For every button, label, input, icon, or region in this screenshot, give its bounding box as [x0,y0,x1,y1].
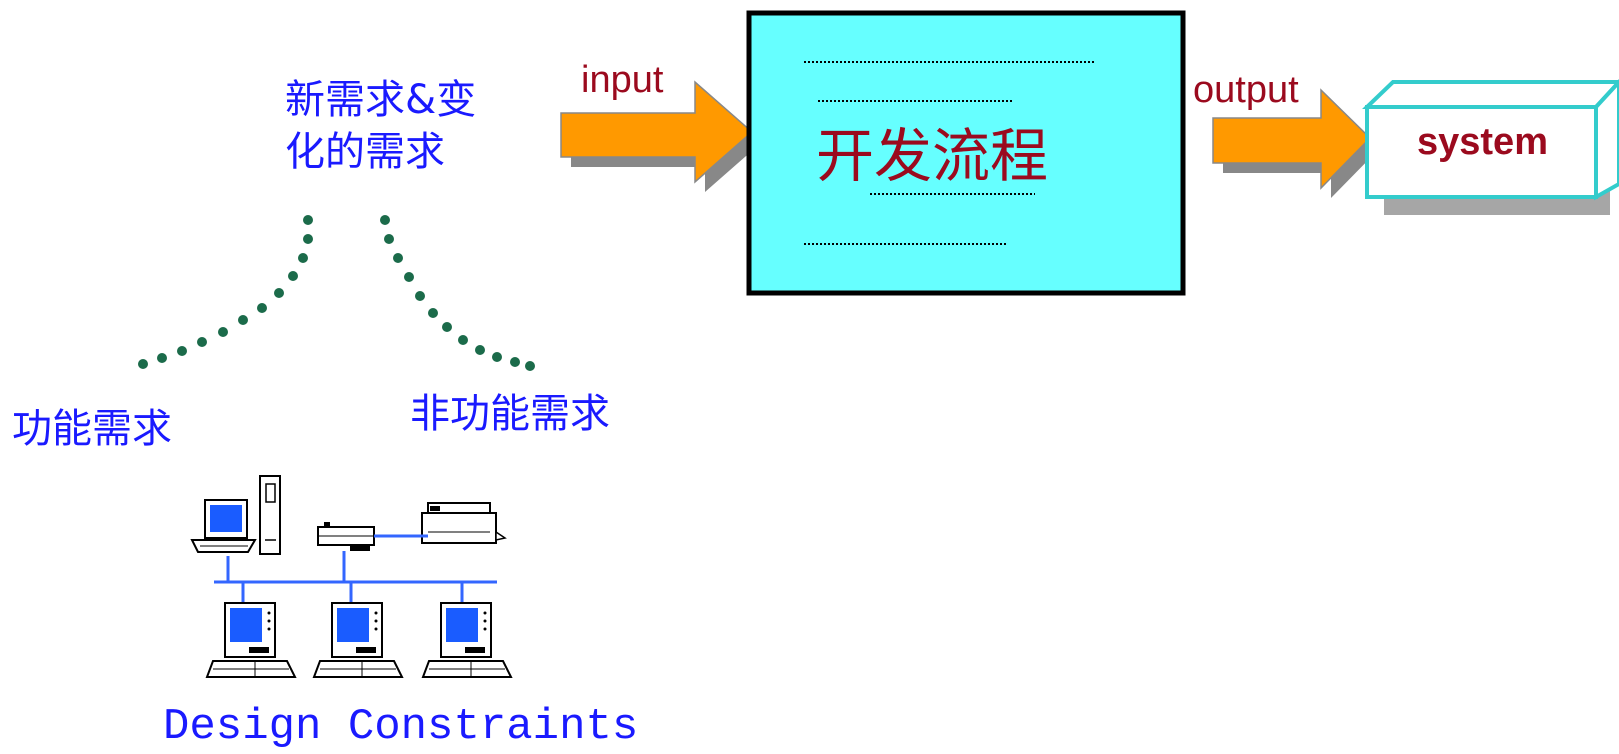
system-label: system [1417,121,1548,163]
process-box [746,10,1186,296]
new-requirements-line1: 新需求&变 [285,77,476,123]
input-arrow [560,80,762,192]
dotted-branch-left [138,215,313,369]
design-constraints-label: Design Constraints [163,702,638,752]
functional-requirements-label: 功能需求 [12,406,172,452]
hub-icon [317,522,375,551]
printer-icon [421,502,507,544]
terminal-icon [421,602,513,678]
new-requirements-line2: 化的需求 [285,129,445,175]
system-box [1362,79,1619,215]
dotted-branch-right [380,215,535,371]
computer-icon [190,475,281,555]
network-illustration [190,475,513,678]
non-functional-requirements-label: 非功能需求 [410,391,610,437]
process-label: 开发流程 [816,122,1048,190]
output-label: output [1193,69,1299,111]
input-label: input [581,59,664,101]
output-arrow [1212,88,1380,198]
terminal-icon [205,602,297,678]
terminal-icon [312,602,404,678]
